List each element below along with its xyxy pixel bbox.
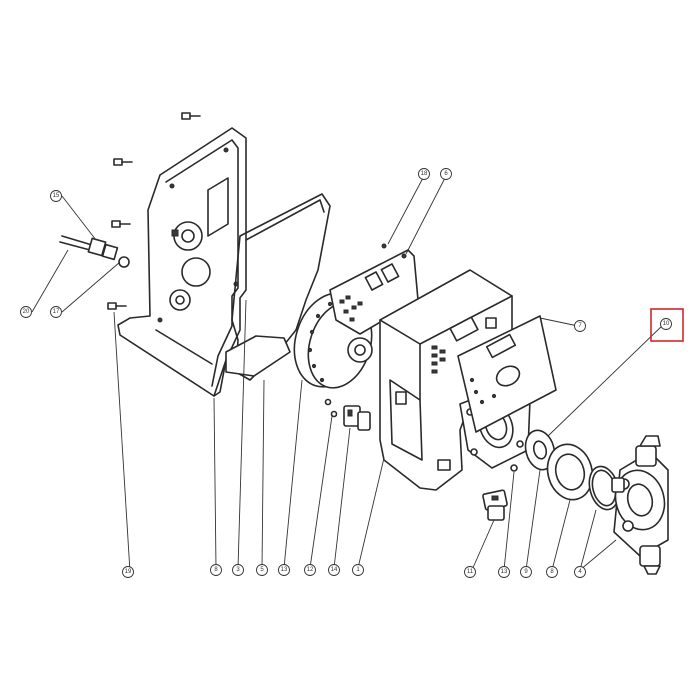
callout-3: 3 bbox=[232, 564, 244, 576]
callout-15: 15 bbox=[50, 190, 62, 202]
rear-housing-cover bbox=[117, 127, 247, 397]
svg-text:10: 10 bbox=[663, 321, 670, 327]
diaphragm-washer bbox=[524, 429, 556, 471]
svg-text:18: 18 bbox=[421, 171, 428, 177]
svg-text:11: 11 bbox=[467, 569, 474, 575]
callout-4: 4 bbox=[574, 566, 586, 578]
svg-text:9: 9 bbox=[524, 569, 528, 575]
callout-10: 10 bbox=[660, 318, 672, 330]
connector-block bbox=[324, 398, 371, 431]
pump-head bbox=[611, 435, 669, 575]
callout-1: 1 bbox=[352, 564, 364, 576]
callout-8-left: 8 bbox=[210, 564, 222, 576]
housing-gasket bbox=[225, 193, 331, 381]
callout-14: 14 bbox=[328, 564, 340, 576]
callout-5: 5 bbox=[256, 564, 268, 576]
callout-6: 6 bbox=[440, 168, 452, 180]
svg-text:12: 12 bbox=[307, 567, 314, 573]
svg-text:15: 15 bbox=[53, 193, 60, 199]
svg-text:17: 17 bbox=[53, 309, 60, 315]
callout-20: 20 bbox=[20, 306, 32, 318]
svg-text:6: 6 bbox=[444, 171, 448, 177]
svg-text:1: 1 bbox=[356, 567, 360, 573]
svg-text:13: 13 bbox=[281, 567, 288, 573]
callout-18: 18 bbox=[418, 168, 430, 180]
callout-9: 9 bbox=[520, 566, 532, 578]
callout-11: 11 bbox=[464, 566, 476, 578]
highlight-box bbox=[650, 308, 684, 342]
sensor-connector bbox=[482, 489, 508, 521]
label-plate bbox=[457, 315, 557, 433]
svg-text:3: 3 bbox=[236, 567, 240, 573]
svg-text:8: 8 bbox=[214, 567, 218, 573]
callout-7: 7 bbox=[574, 320, 586, 332]
svg-text:20: 20 bbox=[23, 309, 30, 315]
svg-text:5: 5 bbox=[260, 567, 264, 573]
cable-gland bbox=[59, 235, 130, 268]
svg-text:8: 8 bbox=[550, 569, 554, 575]
svg-text:13: 13 bbox=[501, 569, 508, 575]
svg-text:19: 19 bbox=[125, 569, 132, 575]
diaphragm bbox=[546, 443, 594, 501]
callout-13-right: 13 bbox=[498, 566, 510, 578]
svg-text:4: 4 bbox=[578, 569, 582, 575]
svg-text:14: 14 bbox=[331, 567, 338, 573]
small-screw bbox=[510, 464, 518, 472]
callout-19: 19 bbox=[122, 566, 134, 578]
callouts: 15 20 17 19 8 3 5 13 12 14 1 18 6 7 10 1… bbox=[20, 168, 684, 578]
callout-12: 12 bbox=[304, 564, 316, 576]
svg-text:7: 7 bbox=[578, 323, 582, 329]
callout-13-left: 13 bbox=[278, 564, 290, 576]
cover-screws bbox=[107, 112, 201, 310]
callout-17: 17 bbox=[50, 306, 62, 318]
leader-lines bbox=[31, 175, 665, 573]
callout-8-right: 8 bbox=[546, 566, 558, 578]
